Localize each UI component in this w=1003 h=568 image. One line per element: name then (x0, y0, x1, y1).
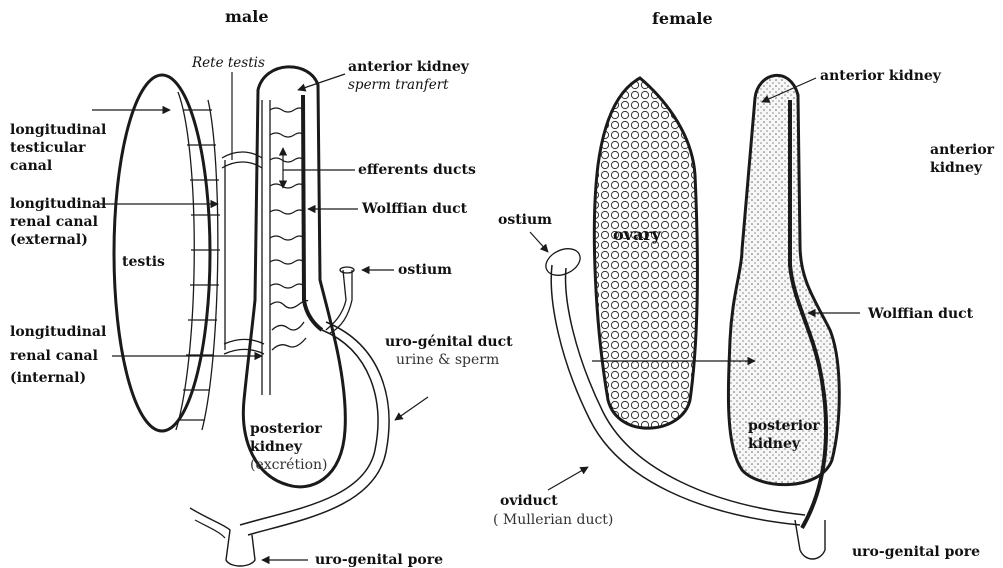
label-male-uro-genital-pore: uro-genital pore (315, 552, 443, 568)
label-testicular-canal-2: testicular (10, 140, 86, 156)
label-excretion: (excrétion) (250, 457, 327, 473)
label-testicular-canal-1: longitudinal (10, 122, 106, 138)
label-renal-canal-int-2: renal canal (10, 348, 98, 364)
label-renal-canal-ext-1: longitudinal (10, 196, 106, 212)
male-uro-genital-pore (190, 508, 255, 566)
label-male-anterior-kidney: anterior kidney (348, 59, 470, 75)
label-testicular-canal-3: canal (10, 158, 52, 174)
label-male-wolffian-duct: Wolffian duct (361, 201, 468, 217)
label-male-ostium: ostium (398, 262, 452, 278)
label-male-posterior-kidney-2: kidney (250, 439, 303, 455)
label-urine-sperm: urine & sperm (396, 352, 499, 368)
label-female-anterior-kidney: anterior kidney (820, 68, 942, 84)
leader-oviduct (548, 467, 588, 490)
leader-uro-genital-duct (395, 397, 428, 420)
label-testis: testis (122, 254, 165, 270)
leader-female-ostium (530, 232, 548, 252)
label-female-wolffian-duct: Wolffian duct (867, 306, 974, 322)
label-female-uro-genital-pore: uro-genital pore (852, 544, 980, 560)
male-title: male (225, 7, 269, 26)
testis-outline (114, 75, 210, 431)
label-renal-canal-int-3: (internal) (10, 370, 86, 386)
label-oviduct: oviduct (500, 493, 558, 509)
label-renal-canal-ext-3: (external) (10, 232, 88, 248)
label-male-posterior-kidney-1: posterior (250, 421, 322, 437)
label-efferents-ducts: efferents ducts (358, 162, 476, 178)
female-uro-genital-pore (795, 520, 825, 559)
label-anterior-kidney-side-2: kidney (930, 160, 983, 176)
label-uro-genital-duct: uro-génital duct (385, 334, 513, 350)
label-mullerian-duct: ( Mullerian duct) (493, 512, 613, 528)
testicular-canal-ladder (176, 92, 220, 430)
label-sperm-transfer: sperm tranfert (348, 77, 449, 93)
label-anterior-kidney-side-1: anterior (930, 142, 995, 158)
leader-male-anterior-kidney (298, 74, 345, 90)
label-ovary: ovary (613, 225, 662, 244)
label-rete-testis: Rete testis (191, 55, 265, 71)
label-female-posterior-kidney-2: kidney (748, 436, 801, 452)
female-ostium-opening (542, 244, 585, 281)
label-renal-canal-ext-2: renal canal (10, 214, 98, 230)
ovary-outline (594, 78, 697, 428)
renal-canal-bar (262, 100, 270, 395)
label-female-posterior-kidney-1: posterior (748, 418, 820, 434)
label-renal-canal-int-1: longitudinal (10, 324, 106, 340)
female-title: female (652, 9, 713, 28)
label-female-ostium: ostium (498, 212, 552, 228)
